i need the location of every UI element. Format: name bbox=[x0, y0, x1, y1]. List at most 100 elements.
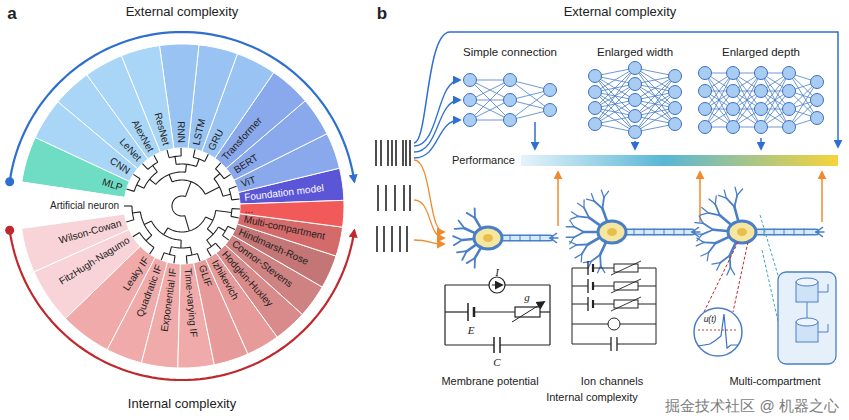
node-text: BERT bbox=[232, 152, 260, 176]
external-arc bbox=[10, 32, 355, 182]
wire bbox=[656, 268, 657, 344]
performance-gradient bbox=[521, 155, 838, 166]
model-band: ResNet bbox=[151, 111, 171, 146]
wire bbox=[445, 284, 489, 285]
neural-network bbox=[589, 62, 682, 139]
model-band: CNN bbox=[108, 155, 133, 177]
panel-b-art bbox=[376, 32, 838, 364]
dendrite bbox=[454, 240, 462, 245]
tree-branch bbox=[205, 154, 209, 161]
battery-plate bbox=[592, 282, 594, 290]
dendrite bbox=[702, 230, 713, 235]
dendrite bbox=[703, 223, 713, 229]
dendrite bbox=[570, 241, 577, 244]
model-band: Foundation model bbox=[244, 183, 325, 205]
dendrogram bbox=[124, 148, 240, 264]
tree-branch bbox=[180, 240, 181, 248]
membrane-circuit bbox=[445, 277, 550, 353]
dendrite bbox=[737, 189, 742, 195]
network-unit bbox=[755, 121, 768, 134]
neural-network bbox=[699, 67, 824, 134]
network-unit bbox=[727, 121, 740, 134]
tree-branch bbox=[206, 217, 213, 220]
dendrite bbox=[574, 232, 584, 237]
tree-branch bbox=[223, 194, 231, 196]
dendrite bbox=[694, 233, 702, 235]
tree-branch bbox=[174, 256, 175, 264]
dendrite bbox=[601, 266, 605, 273]
node-text: CNN bbox=[108, 155, 132, 176]
network-unit bbox=[544, 84, 557, 97]
tree-branch bbox=[197, 254, 199, 262]
spike bbox=[394, 185, 396, 211]
wire bbox=[593, 304, 614, 305]
model-band: GRU bbox=[205, 127, 226, 152]
dendrite bbox=[575, 254, 582, 258]
network-unit bbox=[629, 126, 642, 139]
current-source bbox=[608, 318, 620, 330]
axon-core bbox=[498, 236, 550, 240]
figure-label: E bbox=[468, 324, 475, 336]
dendrite bbox=[584, 208, 589, 218]
tree-branch bbox=[215, 163, 220, 169]
tree-branch bbox=[222, 235, 228, 240]
axon bbox=[498, 235, 550, 242]
neuron bbox=[453, 208, 558, 267]
compartment-wire bbox=[818, 324, 828, 332]
input-connection bbox=[414, 200, 444, 238]
spike bbox=[409, 185, 411, 211]
spike bbox=[406, 226, 408, 252]
tree-branch bbox=[193, 149, 195, 157]
dendrite bbox=[572, 212, 578, 216]
tree-branch bbox=[216, 210, 232, 212]
compartment-cap bbox=[796, 278, 818, 286]
network-unit bbox=[783, 103, 796, 116]
battery-plate bbox=[473, 307, 476, 317]
threshold-line bbox=[698, 330, 738, 331]
myelin-gap bbox=[664, 229, 665, 236]
tree-branch bbox=[142, 164, 147, 170]
wire bbox=[572, 268, 588, 269]
node-text: ViT bbox=[239, 174, 257, 189]
battery-plate bbox=[587, 297, 588, 311]
wire bbox=[593, 286, 614, 287]
wire bbox=[572, 304, 588, 305]
network-link bbox=[510, 90, 550, 120]
potential-plot bbox=[694, 308, 742, 356]
network-link bbox=[705, 73, 733, 127]
current-source bbox=[489, 277, 505, 293]
network-unit bbox=[669, 118, 682, 131]
wire bbox=[445, 311, 468, 312]
tree-branch bbox=[228, 226, 235, 229]
dendrite bbox=[700, 213, 708, 215]
dendrite bbox=[601, 190, 604, 197]
network-unit bbox=[727, 103, 740, 116]
network-link bbox=[733, 73, 761, 127]
network-unit bbox=[811, 76, 824, 89]
node-text: MLP bbox=[101, 176, 124, 193]
dendrite bbox=[709, 243, 716, 253]
tree-branch bbox=[229, 186, 237, 189]
network-link bbox=[733, 73, 761, 127]
neuron bbox=[694, 187, 824, 275]
tree-branch bbox=[161, 253, 164, 260]
spike bbox=[383, 226, 385, 252]
figure-label: External complexity bbox=[126, 5, 239, 19]
tree-branch bbox=[185, 216, 189, 231]
dendrite bbox=[707, 252, 708, 260]
tree-branch bbox=[207, 229, 213, 234]
performance-arrow bbox=[760, 138, 762, 149]
tree-branch bbox=[144, 172, 157, 188]
tree-branch bbox=[150, 179, 156, 184]
tree-branch bbox=[218, 227, 225, 231]
network-unit bbox=[629, 62, 642, 75]
network-unit bbox=[504, 74, 517, 87]
tree-branch bbox=[168, 217, 206, 232]
dendrite bbox=[566, 237, 574, 238]
input-connection bbox=[414, 160, 444, 232]
network-unit bbox=[783, 85, 796, 98]
tree-branch bbox=[214, 174, 220, 179]
nucleus bbox=[737, 228, 747, 236]
